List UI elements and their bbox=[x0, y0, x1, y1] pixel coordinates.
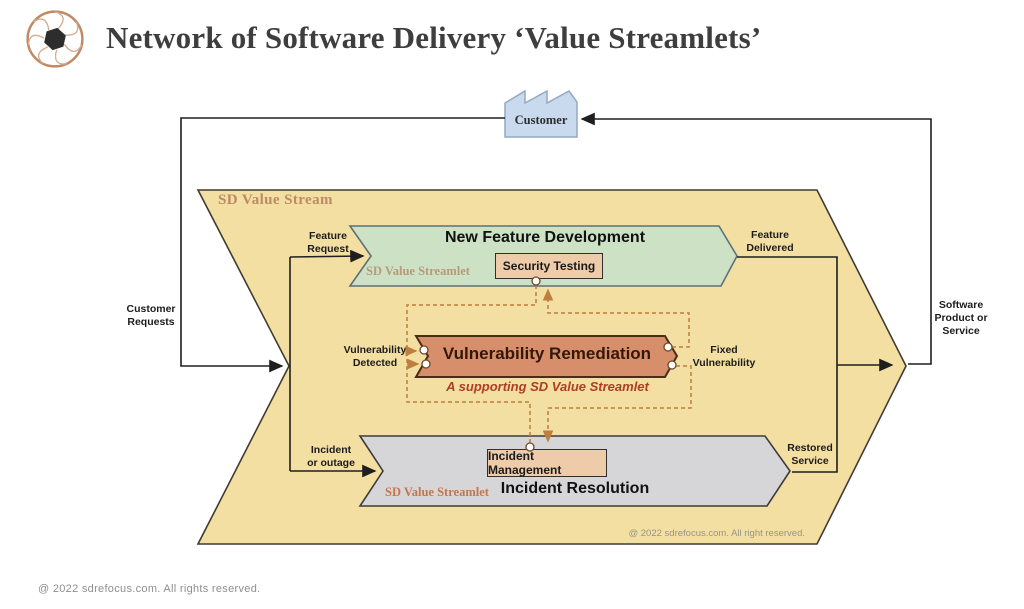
customer-node-label: Customer bbox=[514, 112, 568, 127]
port-vr-out-top bbox=[663, 342, 673, 352]
dashed-fixed-to-incident bbox=[542, 365, 692, 443]
page-title: Network of Software Delivery ‘Value Stre… bbox=[106, 20, 762, 55]
software-product-or-service-label: Software Product or Service bbox=[934, 299, 988, 337]
vulnerability-remediation-title: Vulnerability Remediation bbox=[442, 344, 652, 363]
value-stream-label: SD Value Stream bbox=[218, 192, 333, 208]
incident-resolution-title: Incident Resolution bbox=[500, 480, 650, 497]
value-stream-copyright: @ 2022 sdrefocus.com. All right reserved… bbox=[628, 528, 805, 539]
aperture-logo-icon bbox=[24, 8, 86, 70]
security-testing-box: Security Testing bbox=[495, 253, 603, 279]
page-copyright: @ 2022 sdrefocus.com. All rights reserve… bbox=[38, 583, 261, 595]
feature-development-streamlet-tag: SD Value Streamlet bbox=[366, 264, 470, 278]
feature-development-title: New Feature Development bbox=[444, 229, 646, 246]
fixed-vulnerability-label: Fixed Vulnerability bbox=[692, 344, 756, 369]
customer-requests-label: Customer Requests bbox=[126, 303, 176, 328]
incident-management-box: Incident Management bbox=[487, 449, 607, 477]
incident-or-outage-label: Incident or outage bbox=[307, 444, 355, 469]
flow-feature-request bbox=[289, 249, 365, 263]
dashed-security-to-detected bbox=[406, 285, 537, 443]
incident-resolution-streamlet-tag: SD Value Streamlet bbox=[385, 485, 489, 499]
restored-service-label: Restored Service bbox=[787, 442, 833, 467]
feature-request-label: Feature Request bbox=[307, 230, 349, 255]
vulnerability-detected-label: Vulnerability Detected bbox=[343, 344, 407, 369]
dashed-fixed-to-security bbox=[542, 288, 690, 348]
feature-delivered-label: Feature Delivered bbox=[746, 229, 794, 254]
vulnerability-remediation-subtitle: A supporting SD Value Streamlet bbox=[446, 379, 649, 394]
